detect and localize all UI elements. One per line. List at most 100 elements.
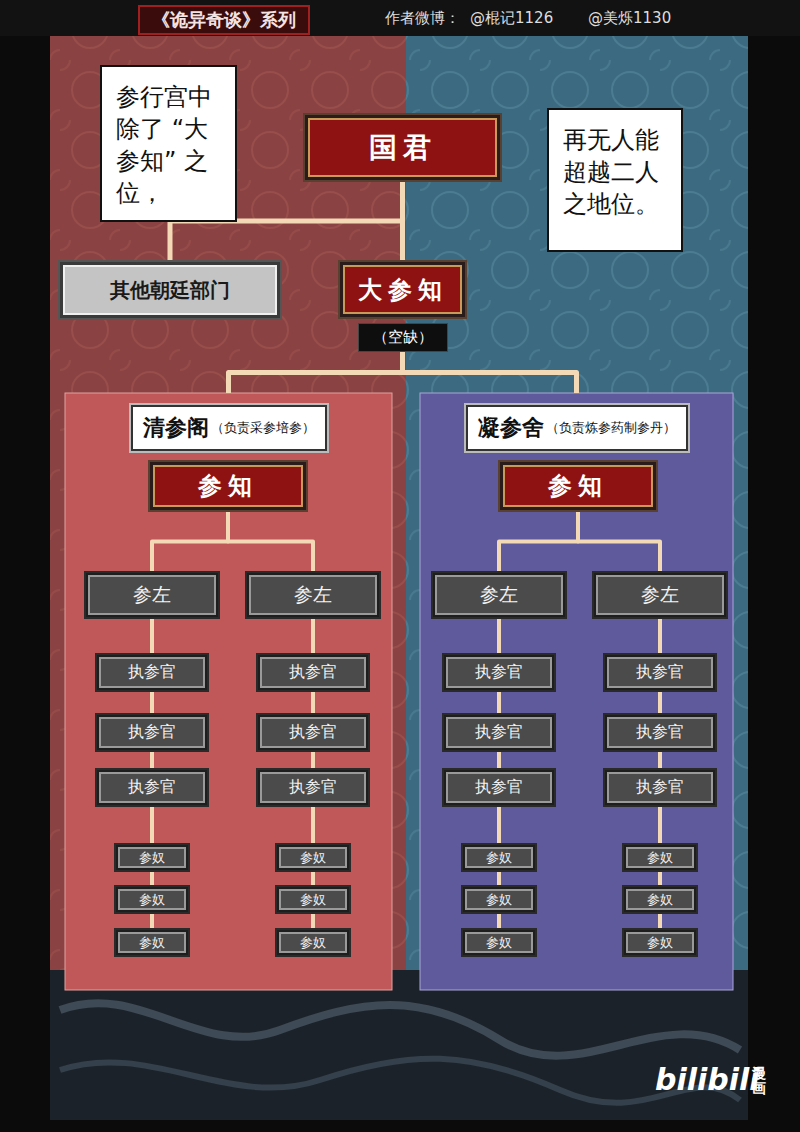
callout-text: 参行宫中 除了 “大参知” 之位，	[116, 81, 221, 209]
rank-box: 参奴	[463, 930, 535, 955]
department-duty: （负责采参培参）	[211, 419, 315, 437]
department-duty: （负责炼参药制参丹）	[546, 419, 676, 437]
hierarchy-line	[311, 690, 315, 715]
department-panel: 清参阁（负责采参培参）参知参左执参官执参官执参官参奴参奴参奴参左执参官执参官执参…	[65, 393, 392, 990]
rank-box: 参知	[150, 462, 306, 510]
rank-box: 其他朝廷部门	[60, 262, 280, 318]
department-panel: 凝参舍（负责炼参药制参丹）参知参左执参官执参官执参官参奴参奴参奴参左执参官执参官…	[420, 393, 733, 990]
callout-box: 再无人能 超越二人 之地位。	[547, 108, 683, 252]
hierarchy-line	[658, 912, 662, 930]
hierarchy-line	[578, 510, 660, 573]
hierarchy-line	[658, 690, 662, 715]
rank-name: 参知	[198, 470, 258, 502]
rank-box: 执参官	[444, 655, 554, 690]
rank-name: 参奴	[139, 891, 165, 909]
hierarchy-line	[497, 750, 501, 770]
rank-box: 参奴	[277, 887, 349, 912]
rank-name: 执参官	[636, 662, 684, 683]
hierarchy-line	[658, 805, 662, 845]
rank-box: 执参官	[97, 655, 207, 690]
rank-name: 参奴	[139, 849, 165, 867]
department-name: 清参阁	[143, 413, 209, 443]
watermark: bilibili	[655, 1062, 760, 1097]
rank-name: 执参官	[475, 722, 523, 743]
rank-name: 参左	[480, 582, 518, 608]
rank-box: 执参官	[444, 715, 554, 750]
hierarchy-line	[497, 870, 501, 887]
rank-name: 其他朝廷部门	[110, 277, 230, 304]
hierarchy-line	[150, 805, 154, 845]
rank-box: 执参官	[605, 770, 715, 805]
rank-box: 参奴	[116, 845, 188, 870]
rank-name: 执参官	[289, 662, 337, 683]
rank-name: 参奴	[486, 934, 512, 952]
rank-name: 执参官	[289, 777, 337, 798]
rank-name: 参奴	[300, 934, 326, 952]
rank-name: 参奴	[486, 891, 512, 909]
rank-name: 参奴	[139, 934, 165, 952]
hierarchy-line	[150, 912, 154, 930]
rank-name: 参奴	[300, 891, 326, 909]
hierarchy-line	[150, 870, 154, 887]
panel-header: 凝参舍（负责炼参药制参丹）	[466, 405, 688, 451]
rank-name: 执参官	[475, 777, 523, 798]
rank-box: 执参官	[97, 715, 207, 750]
title: 《诡异奇谈》系列	[138, 5, 310, 35]
rank-box: 参奴	[277, 845, 349, 870]
hierarchy-line	[499, 510, 578, 573]
rank-name: 参左	[641, 582, 679, 608]
rank-name: 参左	[133, 582, 171, 608]
hierarchy-line	[311, 912, 315, 930]
rank-name: 执参官	[128, 777, 176, 798]
rank-plate: 大参知	[340, 262, 465, 317]
hierarchy-line	[228, 510, 313, 573]
rank-box: 参奴	[624, 930, 696, 955]
hierarchy-line	[400, 180, 405, 262]
hierarchy-line	[311, 805, 315, 845]
rank-box: 执参官	[97, 770, 207, 805]
rank-box: 执参官	[605, 715, 715, 750]
watermark: 漫画	[752, 1066, 766, 1097]
rank-name: 大参知	[358, 274, 448, 306]
rank-box: 参奴	[463, 887, 535, 912]
rank-box: 大参知（空缺）	[340, 262, 465, 352]
hierarchy-line	[658, 750, 662, 770]
hierarchy-line	[150, 690, 154, 715]
rank-name: 执参官	[475, 662, 523, 683]
author-handle: @棍记1126	[470, 9, 553, 28]
rank-box: 执参官	[258, 655, 368, 690]
author-handle: @美烁1130	[588, 9, 671, 28]
hierarchy-line	[497, 617, 501, 655]
hierarchy-line	[658, 870, 662, 887]
author-label: 作者微博：	[385, 9, 460, 28]
rank-name: 执参官	[128, 722, 176, 743]
rank-box: 参奴	[463, 845, 535, 870]
rank-name: 参奴	[486, 849, 512, 867]
rank-name: 参左	[294, 582, 332, 608]
rank-name: 国君	[369, 129, 437, 167]
rank-box: 参奴	[277, 930, 349, 955]
hierarchy-line	[311, 870, 315, 887]
rank-box: 执参官	[258, 715, 368, 750]
rank-box: 参左	[594, 573, 726, 617]
hierarchy-line	[497, 805, 501, 845]
rank-name: 参奴	[647, 891, 673, 909]
rank-name: 参知	[548, 470, 608, 502]
hierarchy-line	[497, 690, 501, 715]
rank-box: 参左	[433, 573, 565, 617]
rank-box: 参奴	[624, 887, 696, 912]
rank-name: 执参官	[636, 777, 684, 798]
rank-box: 执参官	[444, 770, 554, 805]
rank-name: 执参官	[128, 662, 176, 683]
hierarchy-line	[497, 912, 501, 930]
rank-box: 参左	[86, 573, 218, 617]
rank-box: 参左	[247, 573, 379, 617]
hierarchy-line	[658, 617, 662, 655]
rank-name: 参奴	[300, 849, 326, 867]
hierarchy-line	[150, 750, 154, 770]
callout-box: 参行宫中 除了 “大参知” 之位，	[100, 65, 237, 222]
rank-name: 执参官	[636, 722, 684, 743]
callout-text: 再无人能 超越二人 之地位。	[563, 124, 667, 220]
panel-header: 清参阁（负责采参培参）	[131, 405, 327, 451]
hierarchy-line	[150, 617, 154, 655]
